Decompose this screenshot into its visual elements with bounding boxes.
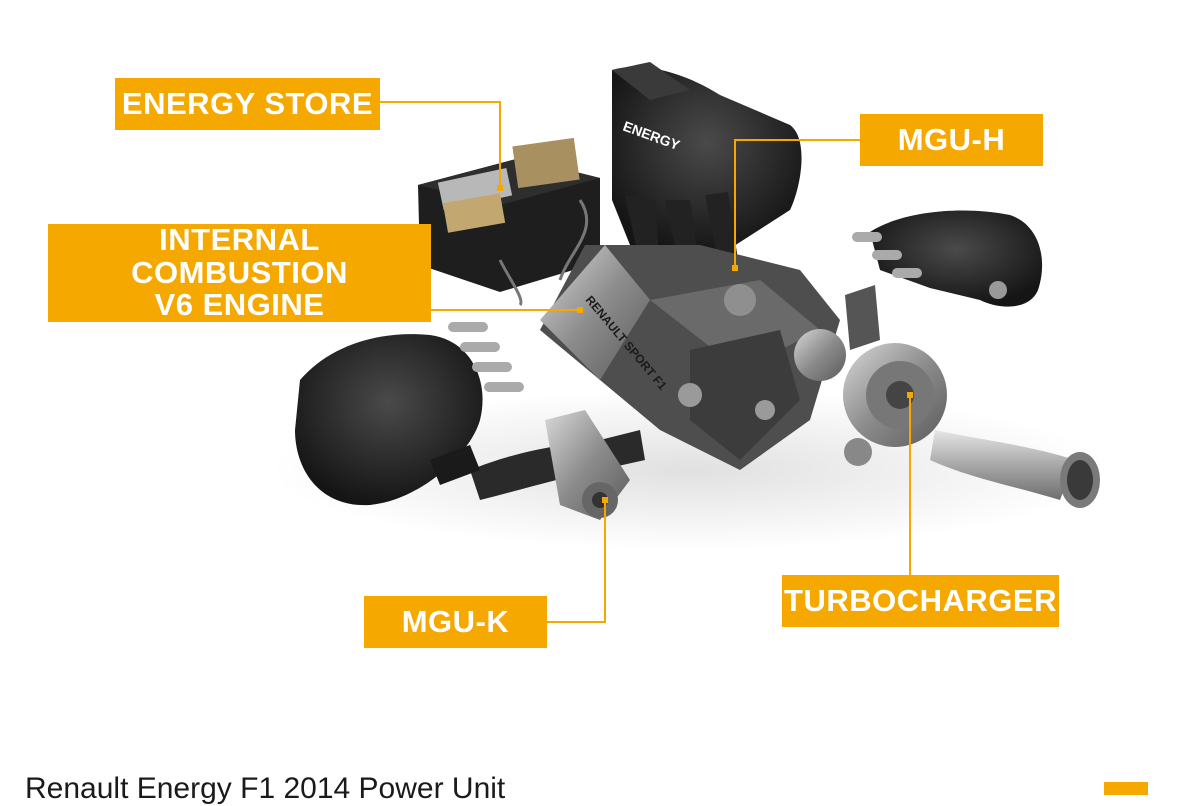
energy-store-battery — [418, 137, 600, 307]
energy-store-leader — [380, 101, 501, 188]
turbocharger-text: TURBOCHARGER — [784, 582, 1057, 618]
mgu-k-leader — [547, 500, 606, 623]
leader-endpoints — [497, 185, 913, 503]
energy-store-text: ENERGY STORE — [121, 85, 374, 121]
renault-logo-icon — [1104, 782, 1148, 795]
right-exhaust-manifold — [852, 210, 1043, 307]
ice-text-line1: INTERNAL COMBUSTION — [131, 222, 348, 290]
turbocharger-label: TURBOCHARGER — [782, 575, 1059, 627]
mgu-k-text: MGU-K — [401, 603, 510, 639]
ice-text-line2: V6 ENGINE — [154, 287, 325, 323]
mgu-h-label: MGU-H — [860, 114, 1043, 166]
energy-store-label: ENERGY STORE — [115, 78, 380, 130]
mgu-k-unit — [430, 410, 645, 520]
v6-engine-block: RENAULT SPORT F1 — [540, 245, 840, 470]
airbox-plenum: ENERGY — [612, 62, 802, 270]
mgu-h-leader — [734, 139, 860, 268]
turbocharger-unit — [794, 285, 1100, 508]
mgu-k-label: MGU-K — [364, 596, 547, 648]
mgu-h-text: MGU-H — [897, 121, 1006, 157]
image-caption: Renault Energy F1 2014 Power Unit — [25, 772, 506, 805]
internal-combustion-label: INTERNAL COMBUSTION V6 ENGINE — [48, 222, 431, 323]
leader-lines — [380, 101, 911, 623]
